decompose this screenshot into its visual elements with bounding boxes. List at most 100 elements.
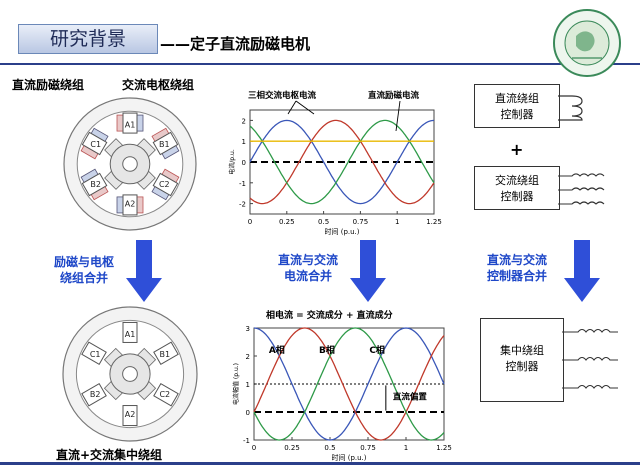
pole-body (122, 194, 138, 216)
y-tick-label: 1 (246, 381, 250, 389)
stator-pole (80, 168, 109, 201)
y-axis-label: 电流幅值 (p.u.) (232, 363, 240, 405)
label-dc-offset: 直流偏置 (393, 391, 428, 402)
right-merge-label: 直流与交流 控制器合并 (474, 252, 560, 284)
middle-merge-label-line1: 直流与交流 (277, 253, 338, 267)
page-subtitle: ——定子直流励磁电机 (160, 35, 311, 53)
rotor (104, 138, 156, 190)
header-divider (0, 63, 640, 65)
coil-right (136, 114, 144, 132)
pole-body (122, 112, 138, 134)
stator-pole (116, 194, 144, 216)
pole-body (81, 172, 108, 197)
x-tick-label: 1.25 (426, 218, 442, 226)
stator-pole (81, 341, 107, 365)
pole-label: C2 (159, 180, 170, 189)
pole-label: B2 (90, 180, 101, 189)
stator-pole (81, 383, 107, 407)
x-tick-label: 0.25 (284, 444, 300, 452)
label-phase-1: B相 (319, 344, 335, 356)
pole-label: C2 (159, 390, 170, 399)
pole-body (81, 341, 107, 365)
series-line-B (253, 327, 445, 441)
coil-left (136, 196, 144, 214)
pole-body (152, 131, 179, 156)
y-tick-label: 1 (242, 138, 246, 146)
pole-body (122, 405, 138, 427)
plus-sign: + (510, 140, 524, 159)
x-tick-label: 1.25 (436, 444, 452, 452)
pole-label: A2 (125, 200, 136, 209)
series-line-A (249, 119, 435, 205)
pole-body (81, 383, 107, 407)
x-tick-label: 0.5 (318, 218, 329, 226)
label-phase-current-equation: 相电流 = 交流成分 + 直流成分 (266, 309, 393, 321)
label-phase-0: A相 (269, 344, 285, 356)
stator-pole (153, 383, 179, 407)
pole-label: A1 (125, 330, 136, 339)
y-tick-label: 0 (242, 159, 246, 167)
right-merge-label-line2: 控制器合并 (486, 269, 547, 283)
dc-winding-controller: 直流绕组 控制器 (474, 84, 560, 128)
y-tick-label: -1 (243, 437, 250, 445)
pole-label: B1 (160, 350, 171, 359)
coil-right (116, 196, 124, 214)
page-title: 研究背景 (49, 28, 126, 50)
university-logo (553, 9, 621, 77)
pointer-dc (395, 100, 401, 132)
stator-pole (151, 127, 180, 160)
right-merge-label-line1: 直流与交流 (486, 253, 547, 267)
pole-body (153, 341, 179, 365)
pole-label: B1 (159, 140, 170, 149)
concentrated-winding-controller: 集中绕组 控制器 (480, 318, 564, 402)
label-dc-ac-concentrated: 直流+交流集中绕组 (56, 448, 163, 462)
middle-down-arrow (350, 240, 386, 302)
series-line-C (249, 119, 435, 205)
ac-winding-controller: 交流绕组 控制器 (474, 166, 560, 210)
ac-controller-line2: 控制器 (500, 190, 534, 203)
shaft (122, 156, 138, 172)
pole-label: C1 (90, 350, 101, 359)
pointer-three-phase-1 (287, 100, 297, 115)
stator-pole (116, 112, 144, 134)
left-merge-label-line2: 绕组合并 (59, 271, 108, 285)
series-line-B (249, 119, 435, 205)
pole-body (153, 383, 179, 407)
x-tick-label: 0.75 (360, 444, 376, 452)
label-dc-excitation-current: 直流励磁电流 (368, 90, 420, 101)
header-box (18, 24, 158, 54)
x-axis-label: 时间 (p.u.) (324, 227, 359, 236)
rotor (103, 347, 157, 401)
concentrated-coils-icon (562, 328, 618, 389)
shaft (122, 366, 138, 382)
pole-body (81, 131, 108, 156)
series-line-A (253, 327, 445, 441)
x-tick-label: 0.5 (324, 444, 335, 452)
dc-coil-icon (558, 95, 583, 121)
concentrated-controller-line1: 集中绕组 (500, 344, 544, 357)
y-axis-label: 电流/p.u. (228, 149, 236, 175)
x-tick-label: 0.25 (279, 218, 295, 226)
stator-pole (122, 321, 138, 343)
label-three-phase-current: 三相交流电枢电流 (248, 90, 317, 101)
middle-merge-label: 直流与交流 电流合并 (270, 252, 346, 284)
y-tick-label: 3 (246, 325, 250, 333)
dc-controller-line2: 控制器 (500, 108, 534, 121)
y-tick-label: 2 (246, 353, 250, 361)
ac-coils-icon (558, 173, 605, 205)
stator-pole (153, 341, 179, 365)
pole-label: C1 (90, 140, 101, 149)
middle-merge-label-line2: 电流合并 (283, 269, 332, 283)
x-tick-label: 0 (252, 444, 256, 452)
stator-pole (80, 127, 109, 160)
pole-body (122, 321, 138, 343)
pole-label: A1 (125, 120, 136, 129)
stator-pole (151, 168, 180, 201)
x-tick-label: 0 (248, 218, 252, 226)
left-down-arrow (126, 240, 162, 302)
pole-body (152, 172, 179, 197)
x-tick-label: 1 (404, 444, 408, 452)
